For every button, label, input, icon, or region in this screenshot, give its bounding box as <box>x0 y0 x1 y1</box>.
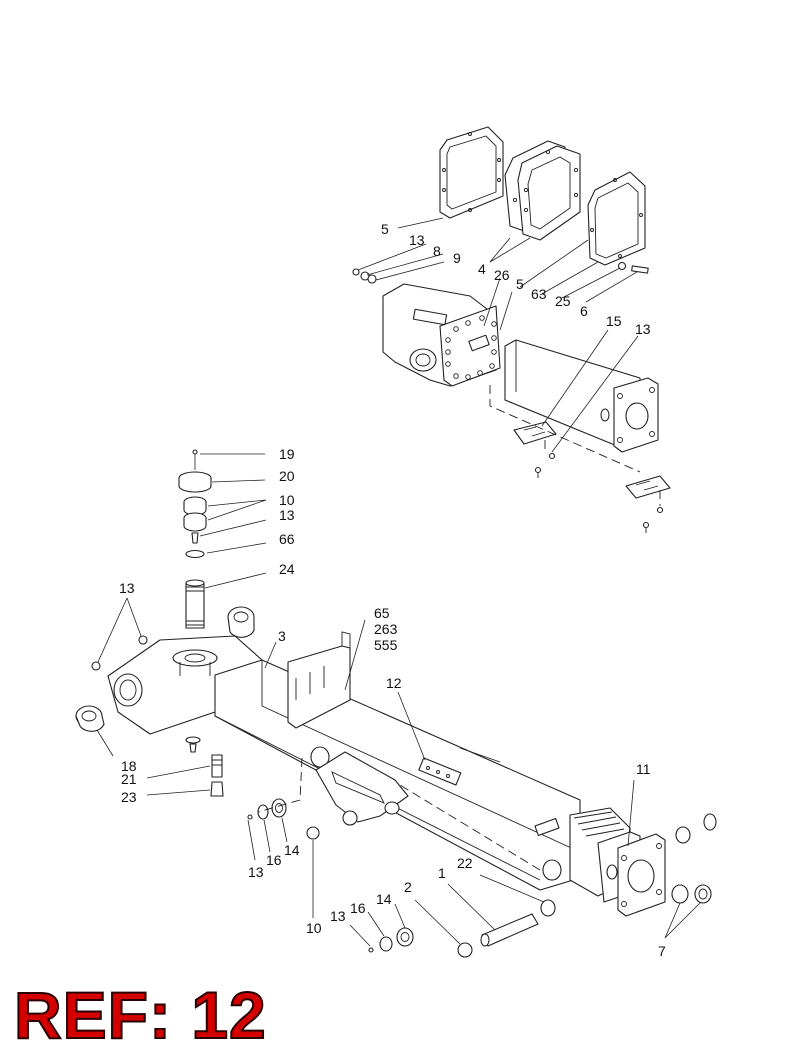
spindle-stack <box>178 449 212 629</box>
left-fittings-13 <box>91 635 148 671</box>
lower-seals-13-16-14 <box>247 798 287 820</box>
upper-tube <box>504 339 659 453</box>
callout-23: 23 <box>121 789 137 805</box>
lower-mount-bracket <box>315 751 409 826</box>
callout-16: 16 <box>266 852 282 868</box>
callout-13: 13 <box>635 321 651 337</box>
callout-63: 63 <box>531 286 547 302</box>
bushing-10-lower <box>306 826 320 840</box>
reference-label: REF: 12 <box>13 978 267 1052</box>
callout-66: 66 <box>279 531 295 547</box>
upper-cover-middle <box>504 140 581 241</box>
callout-13: 13 <box>409 232 425 248</box>
callout-15: 15 <box>606 313 622 329</box>
callout-24: 24 <box>279 561 295 577</box>
callout-555: 555 <box>374 637 398 653</box>
callout-3: 3 <box>278 628 286 644</box>
callout-16: 16 <box>350 900 366 916</box>
right-rings-7 <box>671 813 717 904</box>
upper-bracket-lower <box>625 475 671 533</box>
upper-gasket-right <box>587 171 646 266</box>
callout-13: 13 <box>119 580 135 596</box>
callout-12: 12 <box>386 675 402 691</box>
callout-19: 19 <box>279 446 295 462</box>
callout-21: 21 <box>121 771 137 787</box>
callout-4: 4 <box>478 261 486 277</box>
callout-5: 5 <box>381 221 389 237</box>
callout-22: 22 <box>457 855 473 871</box>
callout-13: 13 <box>248 864 264 880</box>
fittings-25-6 <box>617 261 649 274</box>
lower-pin-18-21-23 <box>185 736 224 797</box>
callout-5: 5 <box>516 276 524 292</box>
callout-9: 9 <box>453 250 461 266</box>
callout-numbers: 5 13 8 9 4 26 5 63 25 6 15 13 19 20 10 1… <box>119 221 666 959</box>
callout-13: 13 <box>279 507 295 523</box>
callout-263: 263 <box>374 621 398 637</box>
lower-dashed-lines <box>257 757 541 871</box>
callout-7: 7 <box>658 943 666 959</box>
fittings-13-8-9 <box>352 268 377 284</box>
callout-11: 11 <box>636 761 651 777</box>
upper-dashed-assembly-lines <box>489 385 661 506</box>
upper-bracket-15 <box>513 421 557 478</box>
callout-1: 1 <box>438 865 446 881</box>
callout-20: 20 <box>279 468 295 484</box>
callout-2: 2 <box>404 879 412 895</box>
callout-14: 14 <box>284 842 300 858</box>
callout-26: 26 <box>494 267 510 283</box>
leader-lines <box>96 217 701 947</box>
callout-14: 14 <box>376 891 392 907</box>
mounting-plate <box>287 631 351 729</box>
callout-13: 13 <box>330 908 346 924</box>
upper-gasket-left <box>439 126 504 219</box>
callout-8: 8 <box>433 243 441 259</box>
top-bushing <box>227 606 255 638</box>
upper-housing <box>382 283 501 387</box>
left-bushing-18 <box>75 705 105 732</box>
callout-6: 6 <box>580 303 588 319</box>
callout-25: 25 <box>555 293 571 309</box>
callout-10: 10 <box>279 492 295 508</box>
callout-18: 18 <box>121 758 137 774</box>
callout-10: 10 <box>306 920 322 936</box>
callout-65: 65 <box>374 605 390 621</box>
